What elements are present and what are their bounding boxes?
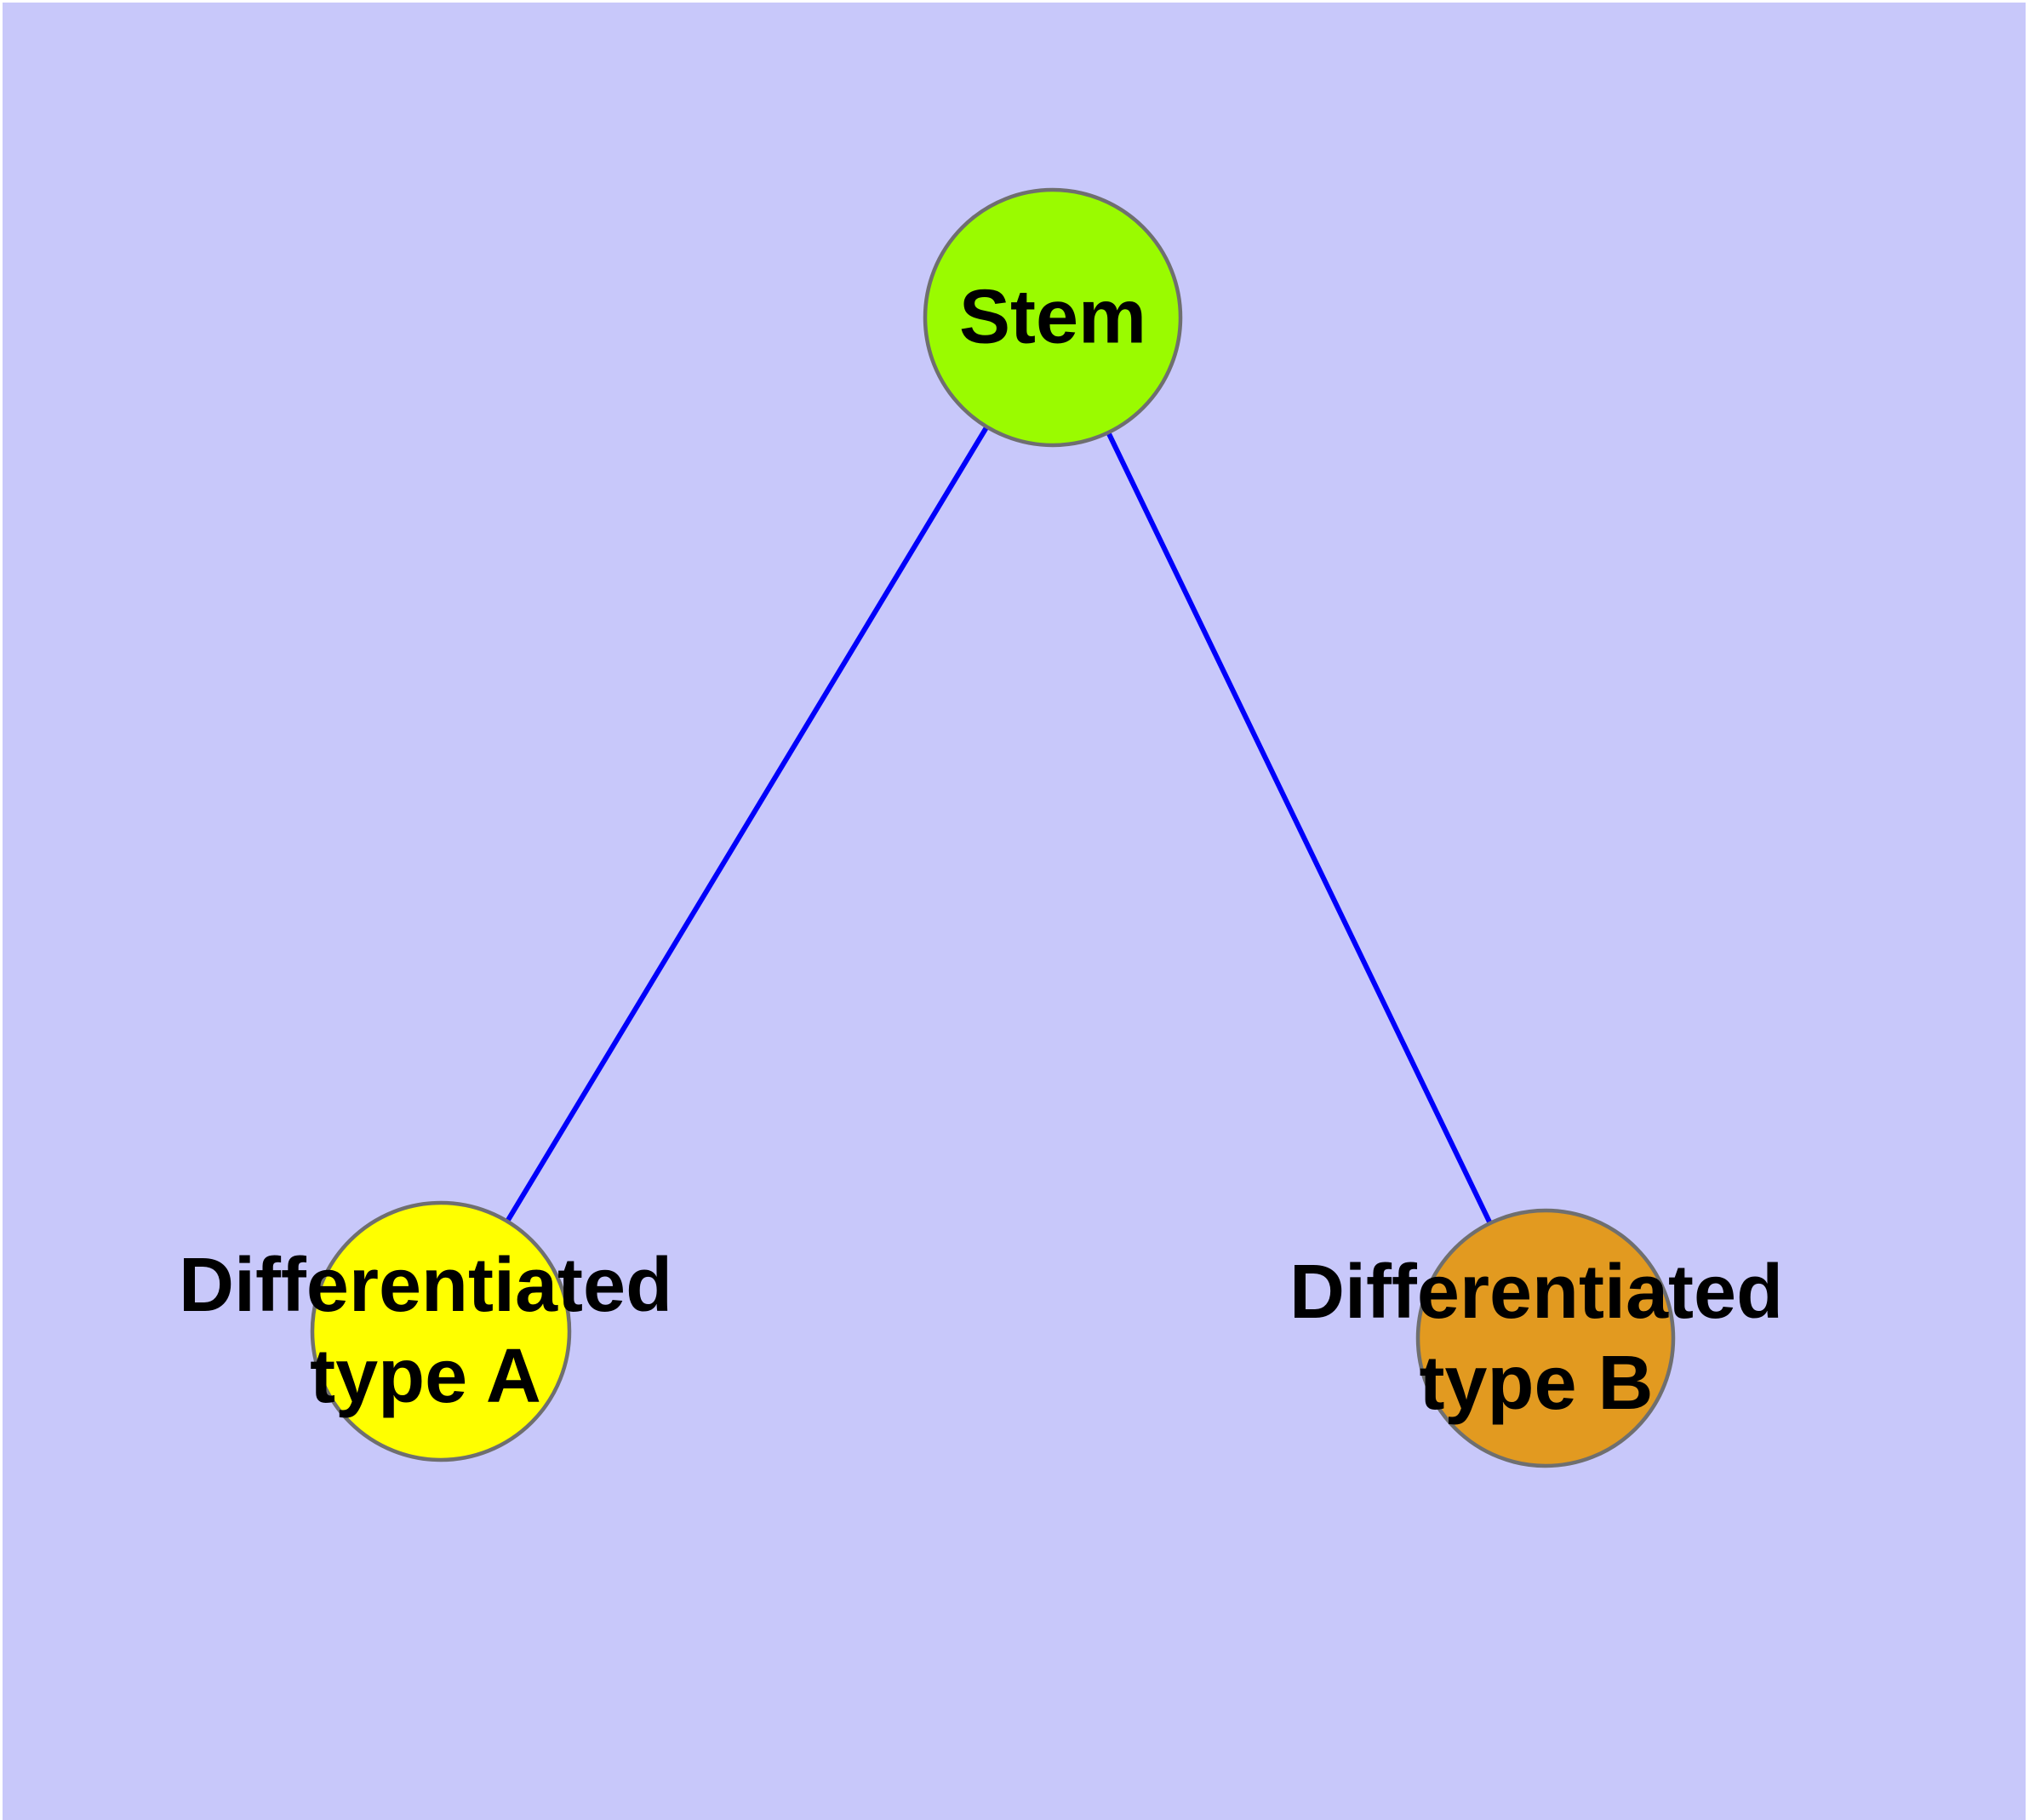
edge-stem-to-type-b [1050, 316, 1548, 1340]
stem-node-circle [923, 187, 1183, 448]
type-b-node-label-line1: Differentiated [1289, 1250, 1784, 1335]
type-b-node-label-line2: type B [1419, 1341, 1654, 1426]
type-a-node-label: Differentiated type A [179, 1240, 672, 1422]
type-a-node-circle [310, 1200, 572, 1462]
type-a-node-label-line2: type A [310, 1334, 541, 1419]
stem-node-label-text: Stem [958, 274, 1147, 360]
stem-node-label: Stem [959, 272, 1146, 363]
type-b-node-circle [1415, 1208, 1676, 1468]
type-b-node-label: Differentiated type B [1289, 1247, 1783, 1429]
edge-stem-to-type-a [438, 316, 1055, 1333]
type-a-node-label-line1: Differentiated [178, 1243, 673, 1328]
